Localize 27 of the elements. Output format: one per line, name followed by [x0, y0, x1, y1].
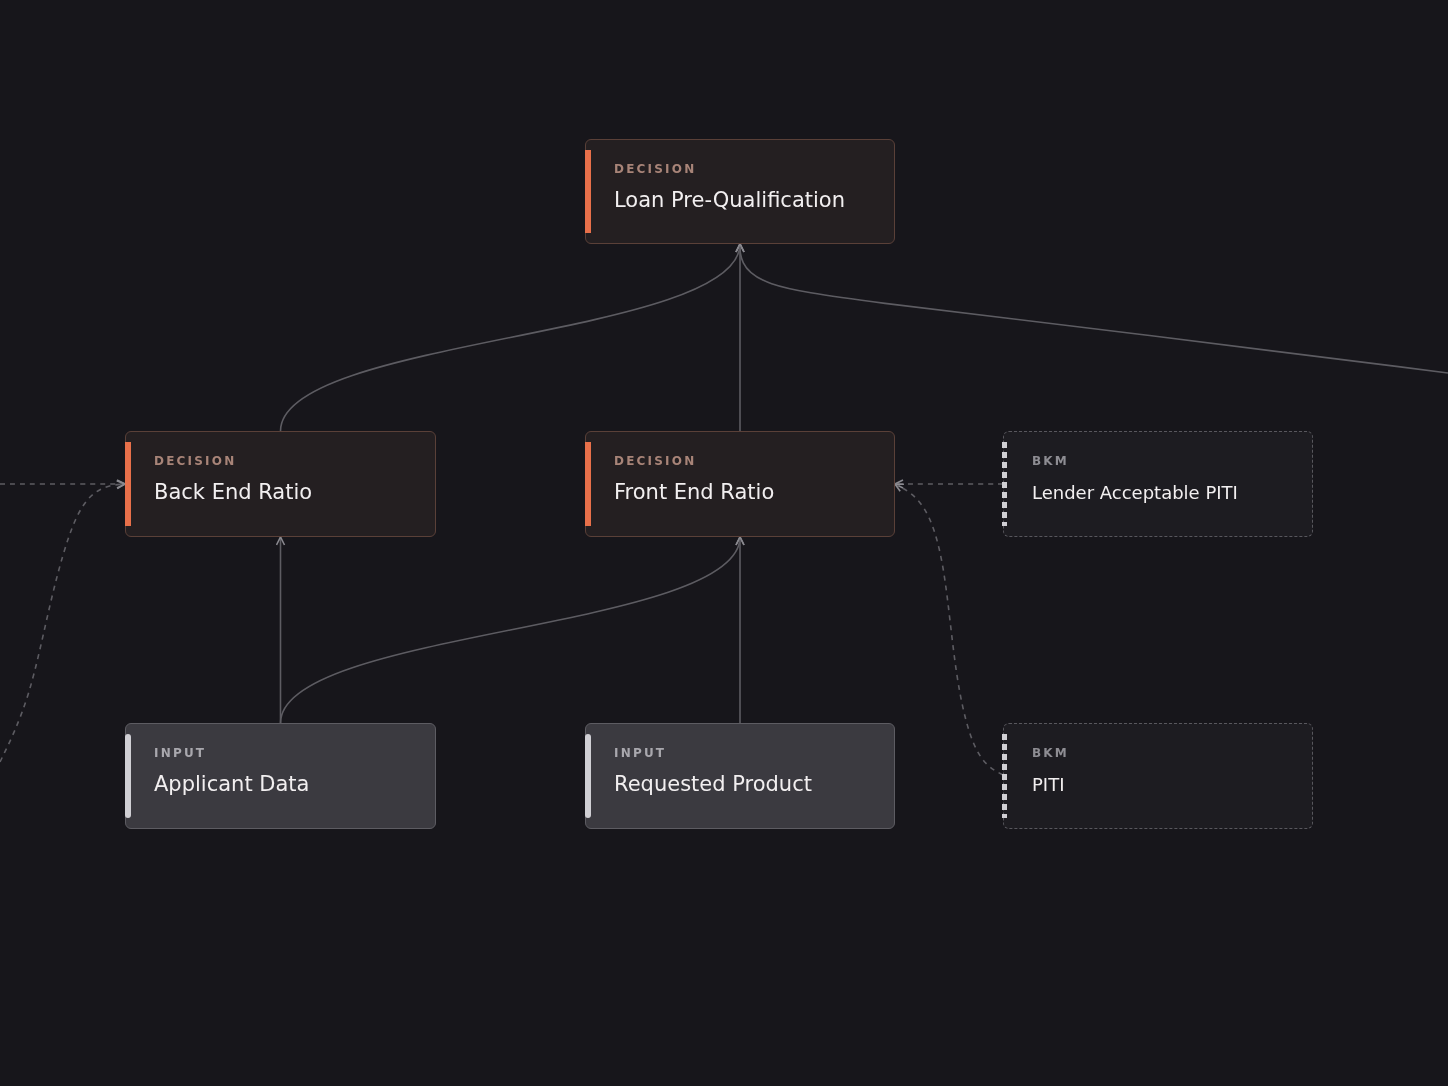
dashed-arrow — [0, 479, 126, 489]
node-title: PITI — [1032, 774, 1065, 795]
node-title: Back End Ratio — [154, 480, 313, 504]
dashed-arrow — [894, 479, 1004, 489]
decision-box — [585, 139, 895, 244]
node-type-label: INPUT — [614, 746, 667, 760]
node-title: Applicant Data — [154, 772, 310, 796]
knowledge-model-box — [1003, 723, 1313, 829]
input-box — [585, 723, 895, 829]
arrow — [735, 243, 1448, 374]
arrow — [735, 536, 745, 724]
node-title: Requested Product — [614, 772, 812, 796]
node-type-label: BKM — [1032, 746, 1069, 760]
decision-box — [585, 431, 895, 537]
input-box — [125, 723, 436, 829]
node-type-label: DECISION — [614, 454, 697, 468]
node-type-label: DECISION — [154, 454, 237, 468]
knowledge-model-box — [1003, 431, 1313, 537]
node-title: Lender Acceptable PITI — [1032, 482, 1238, 503]
node-title: Front End Ratio — [614, 480, 775, 504]
dashed-arrow — [894, 483, 1004, 776]
node-type-label: DECISION — [614, 162, 697, 176]
node-type-label: INPUT — [154, 746, 207, 760]
node-title: Loan Pre-Qualification — [614, 188, 845, 212]
decision-box — [125, 431, 436, 537]
dashed-arrow — [0, 479, 126, 763]
node-type-label: BKM — [1032, 454, 1069, 468]
